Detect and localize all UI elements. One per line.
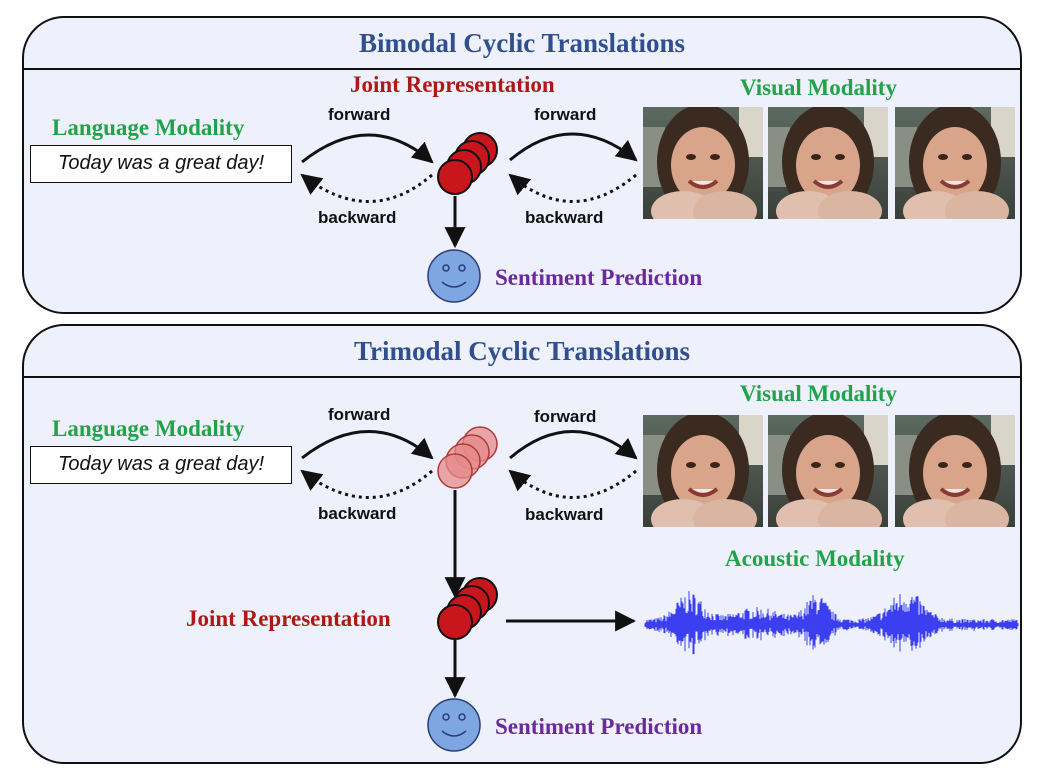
bimodal-face-frame-1 (643, 107, 763, 219)
bimodal-visual-label: Visual Modality (740, 75, 897, 100)
bimodal-arrows (300, 132, 638, 249)
trimodal-sentiment-label: Sentiment Prediction (495, 714, 703, 739)
trimodal-forward-right-arrow (509, 430, 638, 460)
trimodal-visual-label: Visual Modality (740, 381, 897, 406)
trimodal-forward-left-label: forward (328, 405, 391, 424)
trimodal-language-label: Language Modality (52, 416, 245, 441)
trimodal-backward-right-arrow (508, 469, 637, 499)
trimodal-title: Trimodal Cyclic Translations (353, 336, 690, 366)
trimodal-forward-right-label: forward (534, 407, 597, 426)
bimodal-joint-node-stack (437, 132, 498, 195)
trimodal-face-frame-3 (895, 412, 1015, 539)
bimodal-sentiment-label: Sentiment Prediction (495, 265, 703, 290)
bimodal-title: Bimodal Cyclic Translations (358, 28, 686, 58)
bimodal-face-frame-2 (768, 107, 888, 219)
trimodal-face-frame-1 (643, 415, 763, 527)
bimodal-forward-right-arrow (509, 132, 638, 162)
bimodal-backward-right-label: backward (525, 208, 604, 227)
trimodal-panel: Trimodal Cyclic Translations (22, 324, 1022, 764)
trimodal-acoustic-label: Acoustic Modality (725, 546, 905, 571)
bimodal-forward-left-arrow (301, 133, 434, 164)
bimodal-header: Bimodal Cyclic Translations (24, 18, 1020, 70)
bimodal-forward-left-label: forward (328, 105, 391, 124)
trimodal-sentence-box: Today was a great day! (30, 446, 292, 484)
trimodal-backward-left-label: backward (318, 504, 397, 523)
trimodal-backward-right-label: backward (525, 505, 604, 524)
trimodal-face-frame-2 (768, 415, 888, 527)
bimodal-backward-left-label: backward (318, 208, 397, 227)
bimodal-sentence-box: Today was a great day! (30, 145, 292, 183)
trimodal-backward-left-arrow (300, 469, 433, 499)
acoustic-waveform (644, 591, 1019, 655)
trimodal-header: Trimodal Cyclic Translations (24, 326, 1020, 378)
bimodal-face-frame-3 (895, 104, 1015, 231)
bimodal-forward-right-label: forward (534, 105, 597, 124)
bimodal-language-label: Language Modality (52, 115, 245, 140)
trimodal-forward-left-arrow (301, 430, 434, 460)
bimodal-backward-right-arrow (508, 173, 637, 203)
bimodal-visual-frames (643, 104, 1015, 231)
trimodal-faded-node-stack (437, 426, 498, 489)
trimodal-joint-label: Joint Representation (186, 606, 391, 631)
bimodal-smiley-icon (427, 249, 481, 303)
trimodal-visual-frames (643, 412, 1015, 539)
trimodal-joint-node-stack (437, 577, 498, 640)
trimodal-arrows (300, 430, 638, 699)
bimodal-joint-label: Joint Representation (350, 72, 555, 97)
trimodal-smiley-icon (427, 698, 481, 752)
bimodal-backward-left-arrow (300, 173, 433, 203)
